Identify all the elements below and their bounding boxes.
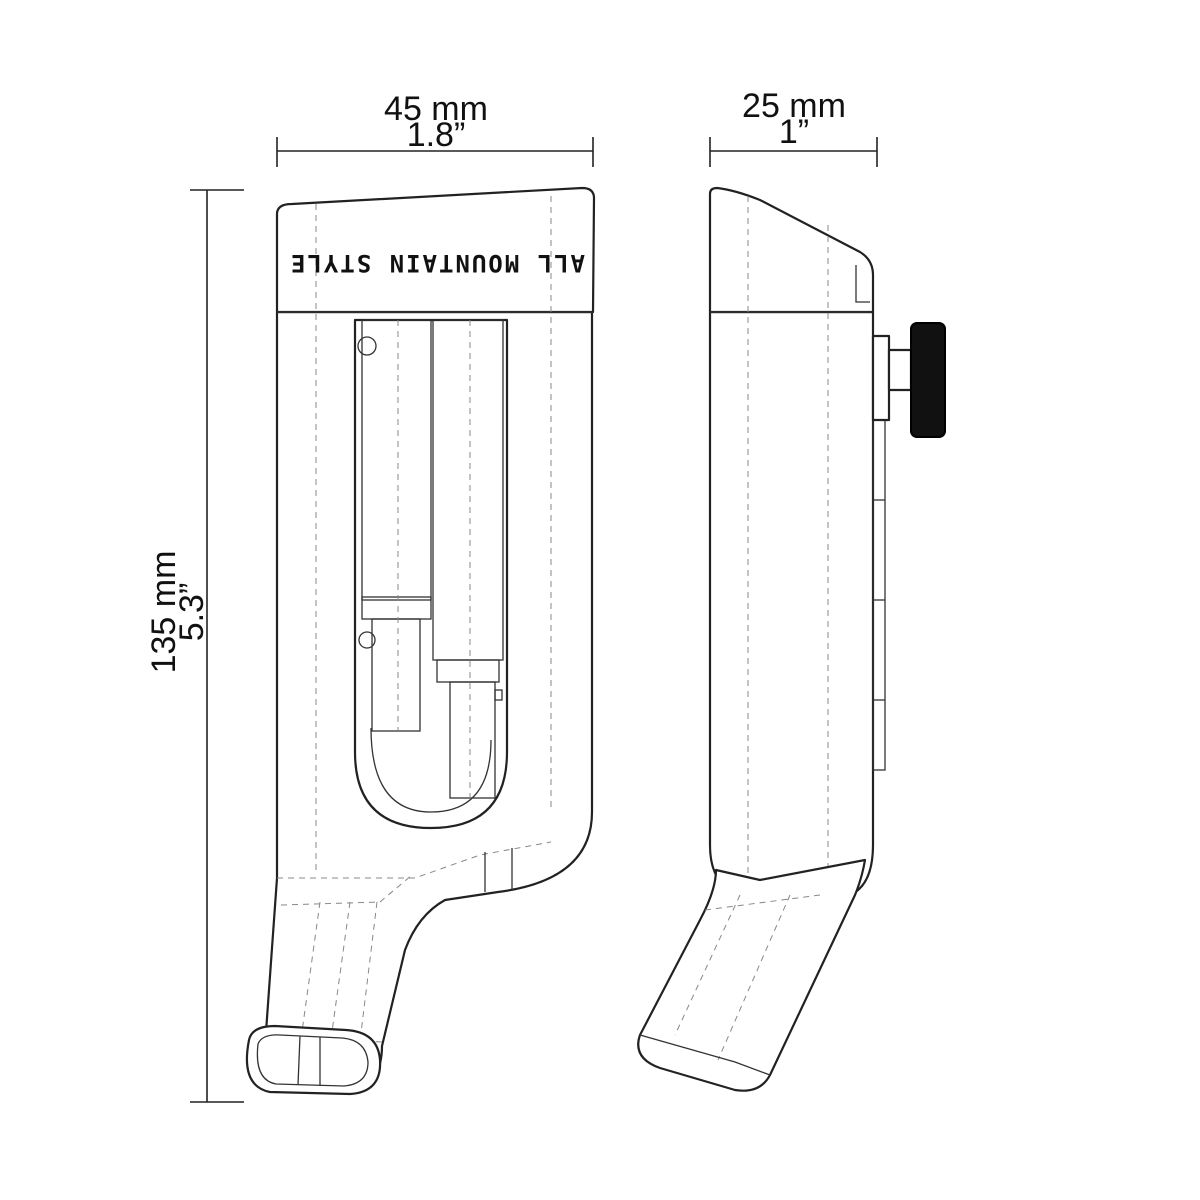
side-width-dimension: 25 mm 1”	[709, 87, 878, 167]
front-view: ALL MOUNTAIN STYLE	[245, 186, 596, 1096]
front-right-piston-lower	[449, 681, 496, 799]
knob-icon[interactable]	[910, 322, 946, 438]
side-stem-hidden-2	[717, 894, 791, 1061]
side-rail	[872, 419, 886, 771]
side-width-imperial: 1”	[779, 113, 809, 151]
side-stem	[637, 858, 867, 1092]
front-width-dimension: 45 mm 1.8”	[276, 90, 594, 167]
front-left-piston-pin-bottom	[358, 631, 376, 649]
front-right-piston-pin	[494, 689, 503, 701]
height-dimension: 135 mm 5.3”	[145, 189, 244, 1103]
height-imperial: 5.3”	[173, 583, 211, 642]
front-bottom-divider-1	[297, 1035, 301, 1086]
side-stem-bottom	[639, 1034, 771, 1076]
front-bottom-opening	[245, 1024, 382, 1096]
front-hidden-stem-3	[324, 901, 351, 1083]
front-head	[275, 186, 596, 314]
front-hidden-bend	[277, 841, 552, 879]
brand-text: ALL MOUNTAIN STYLE	[289, 249, 585, 277]
front-hidden-stem-2	[354, 901, 378, 1083]
front-bottom-opening-inner	[256, 1034, 369, 1087]
side-head	[708, 186, 875, 314]
side-body-outline	[708, 310, 875, 897]
side-width-metric: 25 mm	[742, 87, 846, 125]
front-width-imperial: 1.8”	[407, 116, 466, 154]
front-width-metric: 45 mm	[384, 90, 488, 128]
side-head-notch	[855, 265, 870, 303]
front-slot-inner	[370, 727, 492, 813]
side-view	[637, 186, 946, 1092]
side-stem-hidden-3	[704, 894, 821, 911]
front-hidden-stem-1	[294, 901, 321, 1083]
front-left-piston-upper	[361, 319, 432, 601]
side-mount-plate	[871, 334, 891, 422]
front-hidden-bend-2	[280, 874, 413, 906]
front-left-piston-lower	[371, 618, 421, 732]
height-metric: 135 mm	[145, 551, 183, 674]
side-stem-hidden-1	[674, 894, 741, 1036]
front-left-piston-pin-top	[357, 336, 377, 356]
side-knob-stem	[887, 348, 913, 392]
